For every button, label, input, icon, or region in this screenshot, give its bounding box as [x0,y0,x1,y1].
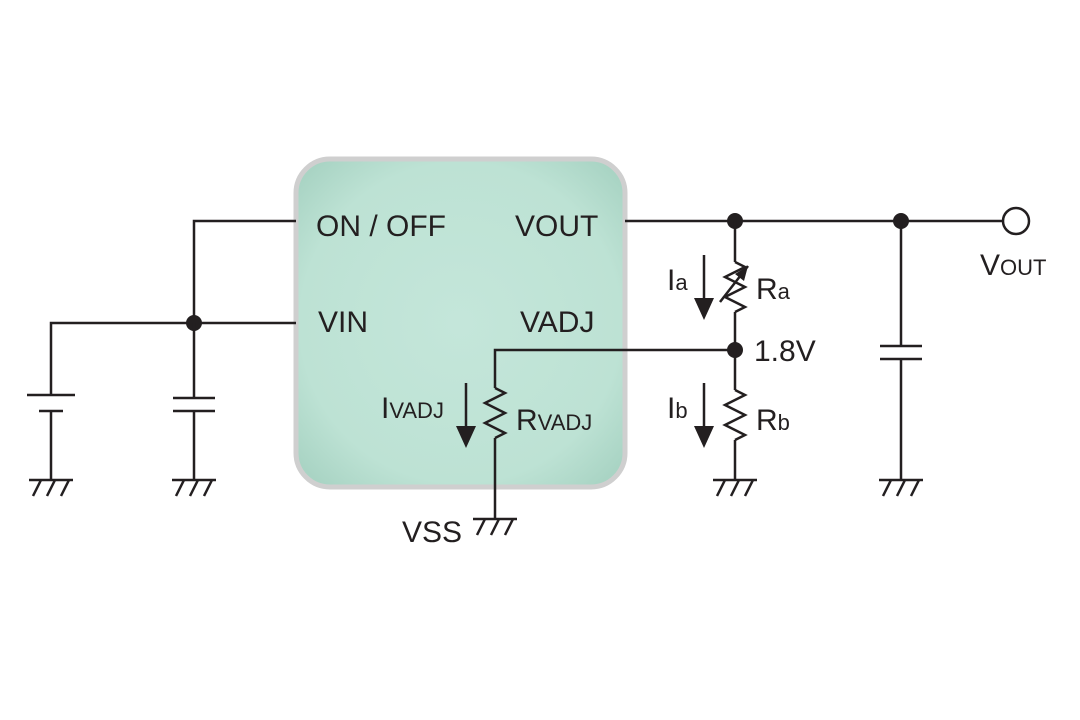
ib-sub: b [675,398,687,423]
ib-main: I [667,392,675,425]
ivadj-sub: VADJ [389,398,444,423]
ground-icon-input-cap [172,478,216,497]
ground-icon-battery [29,478,73,497]
vout-terminal-icon [1001,206,1031,236]
ground-icon-rb [713,478,757,497]
current-arrow-ia-icon [694,255,714,320]
rb-main: R [756,404,778,437]
wire-vadj-feedback [493,348,735,388]
ivadj-main: I [381,392,389,425]
rvadj-sub: VADJ [538,410,593,435]
resistor-label-rvadj: RVADJ [516,404,592,437]
resistor-label-ra: Ra [756,273,791,306]
vss-label: VSS [402,516,462,549]
ia-sub: a [675,270,688,295]
ground-icon-vss [473,517,517,536]
ia-main: I [667,264,675,297]
wire-on-off [192,219,296,323]
current-label-ib: Ib [667,392,688,425]
current-label-ia: Ia [667,264,688,297]
ra-main: R [756,273,778,306]
resistor-rvadj-icon [482,386,508,519]
rvadj-main: R [516,404,538,437]
rb-sub: b [778,410,790,435]
vout-terminal-sub: OUT [1000,255,1046,280]
resistor-ra-icon [719,221,749,350]
vout-terminal-main: V [980,249,1000,282]
resistor-rb-icon [722,350,748,480]
wire-vin [49,321,296,395]
current-arrow-ib-icon [694,383,714,448]
battery-icon [27,393,75,480]
pin-label-vadj: VADJ [520,306,594,339]
pin-label-vout: VOUT [515,210,598,243]
pin-label-vin: VIN [318,306,368,339]
current-arrow-ivadj-icon [456,383,476,448]
input-capacitor-icon [173,323,215,480]
ra-sub: a [778,279,791,304]
ground-icon-output-cap [879,478,923,497]
vout-terminal-label: VOUT [980,249,1046,282]
pin-label-on-off: ON / OFF [316,210,446,243]
current-label-ivadj: IVADJ [381,392,444,425]
output-capacitor-icon [880,221,922,480]
node-voltage-label: 1.8V [754,335,816,368]
resistor-label-rb: Rb [756,404,790,437]
